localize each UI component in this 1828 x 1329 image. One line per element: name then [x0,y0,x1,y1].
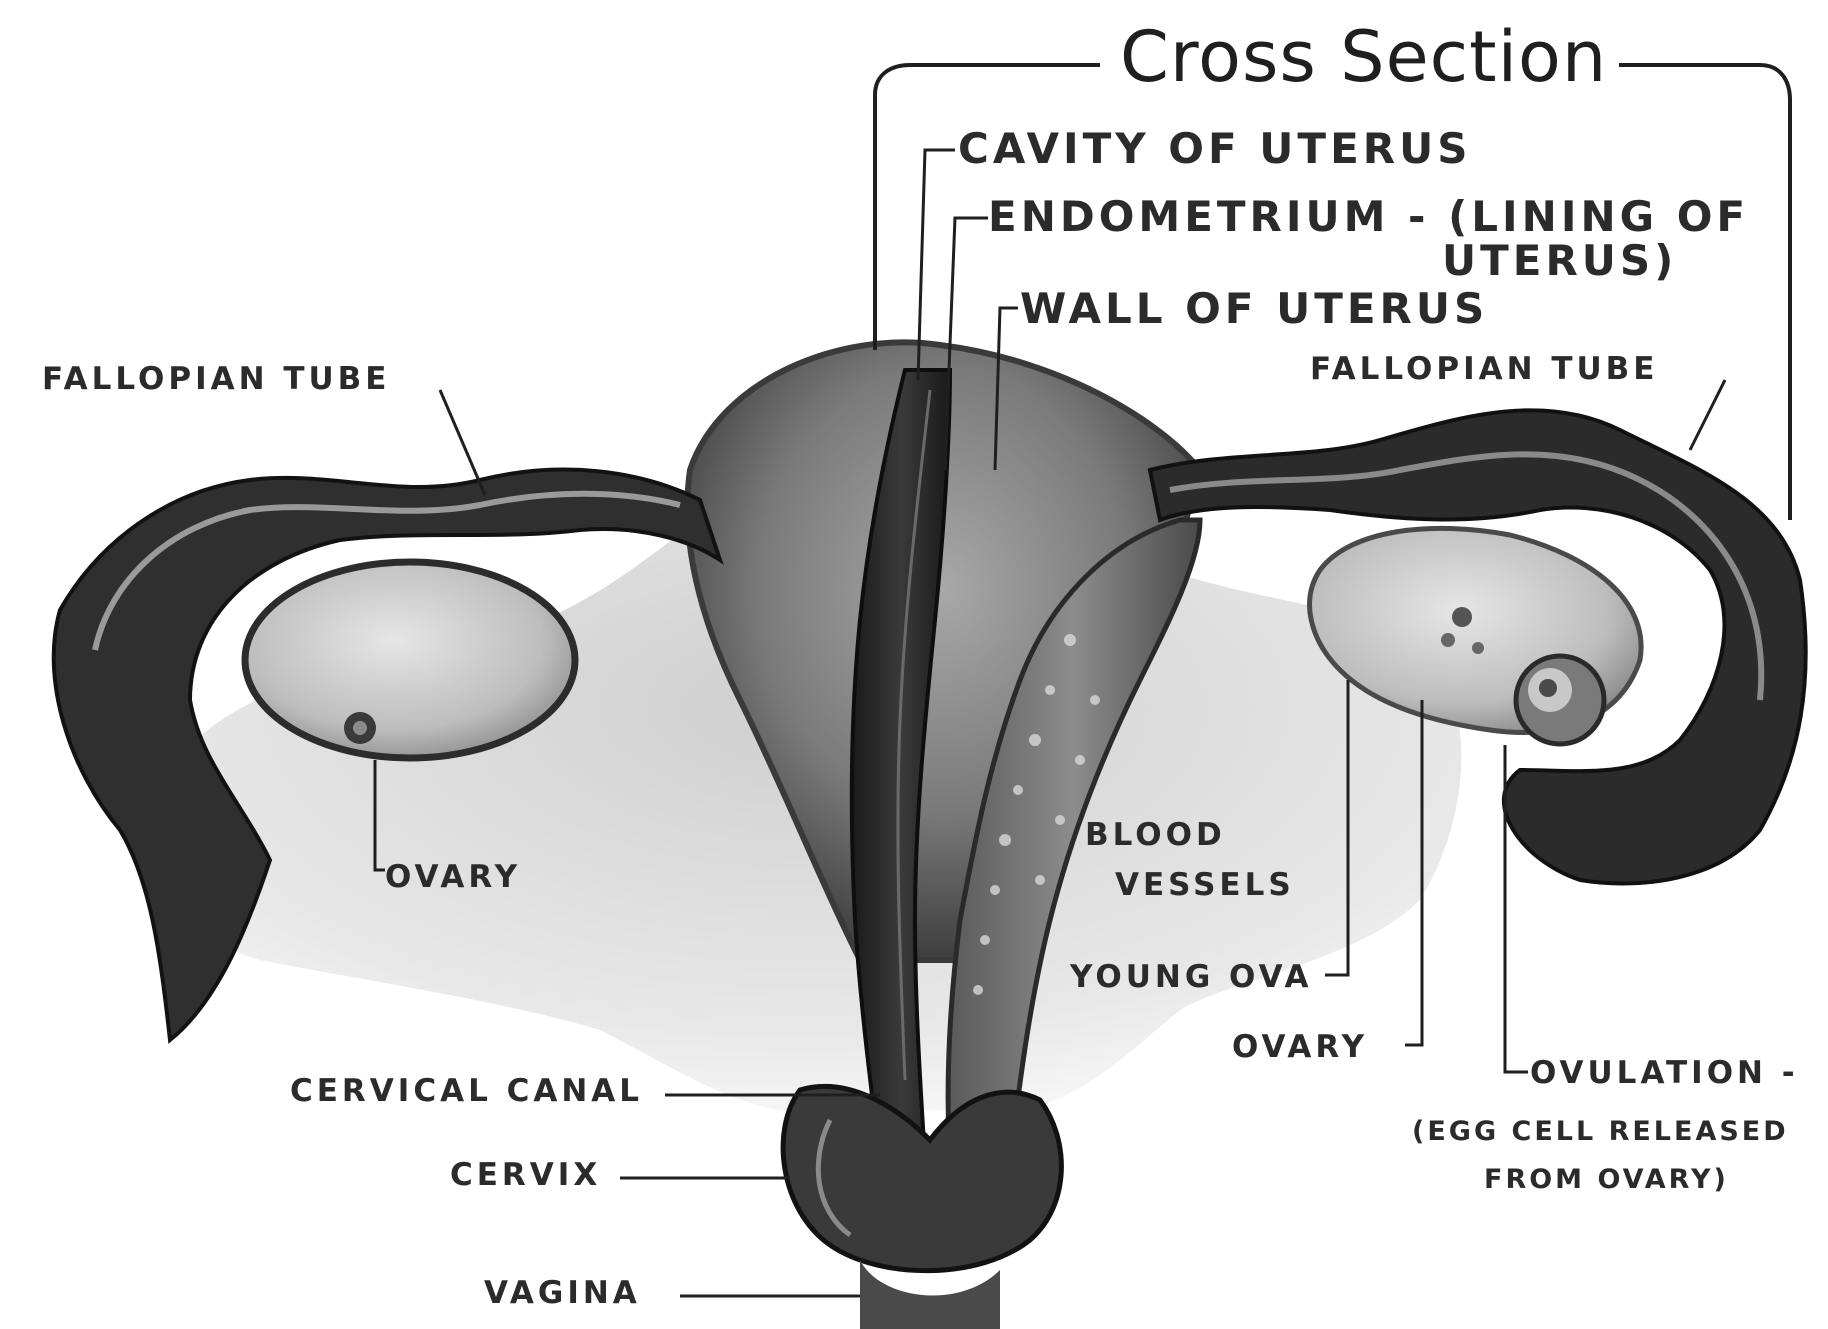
label-cavity-of-uterus: CAVITY OF UTERUS [958,128,1471,170]
label-ovulation-2: (EGG CELL RELEASED [1412,1118,1789,1145]
label-blood-vessels-2: VESSELS [1115,870,1295,901]
label-vagina: VAGINA [484,1278,641,1309]
left-ovary [245,562,575,758]
label-ovulation-3: FROM OVARY) [1484,1166,1729,1193]
label-endometrium-cont: UTERUS) [1442,240,1677,282]
label-cervical-canal: CERVICAL CANAL [290,1076,643,1107]
label-young-ova: YOUNG OVA [1070,962,1312,993]
label-wall-of-uterus: WALL OF UTERUS [1020,288,1488,330]
label-blood-vessels-1: BLOOD [1085,820,1226,851]
diagram-title: Cross Section [1108,22,1619,92]
label-fallopian-tube-left: FALLOPIAN TUBE [42,364,390,395]
label-fallopian-tube-right: FALLOPIAN TUBE [1310,354,1658,385]
label-ovary-left: OVARY [385,862,521,893]
label-cervix: CERVIX [450,1160,601,1191]
label-ovary-right: OVARY [1232,1032,1368,1063]
leader-fallopian-right [1690,380,1725,450]
leader-fallopian-left [440,390,485,495]
label-endometrium: ENDOMETRIUM - (LINING OF [988,196,1749,238]
label-ovulation-1: OVULATION - [1530,1058,1799,1089]
